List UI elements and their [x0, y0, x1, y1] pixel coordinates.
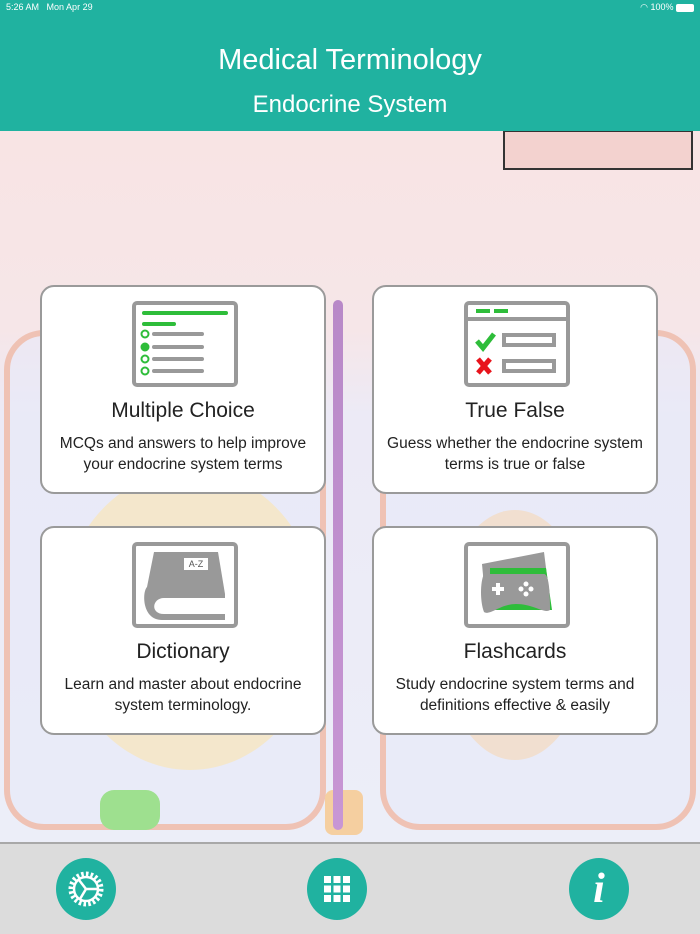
card-title: Flashcards: [463, 640, 567, 663]
page-title: Medical Terminology: [218, 44, 482, 76]
card-title: Multiple Choice: [111, 399, 255, 422]
settings-icon: [68, 871, 104, 907]
quiz-list-icon: [132, 301, 238, 387]
status-time: 5:26 AM: [6, 2, 40, 12]
true-false-card[interactable]: True False Guess whether the endocrine s…: [372, 285, 658, 494]
battery-icon: [676, 3, 694, 12]
wifi-icon: ◠: [640, 2, 648, 12]
app-header: 5:26 AM Mon Apr 29 ◠ 100% Medical Termin…: [0, 0, 700, 131]
status-bar: 5:26 AM Mon Apr 29 ◠ 100%: [0, 0, 700, 16]
card-title: Dictionary: [136, 640, 230, 663]
book-icon: [132, 542, 238, 628]
card-description: Guess whether the endocrine system terms…: [387, 435, 643, 473]
check-cross-icon: [464, 301, 570, 387]
dictionary-card[interactable]: A-Z Dictionary Learn and master about en…: [40, 526, 326, 735]
bottom-toolbar: i: [0, 842, 700, 934]
settings-button[interactable]: [56, 858, 116, 920]
info-button[interactable]: i: [569, 858, 629, 920]
flashcards-card[interactable]: Flashcards Study endocrine system terms …: [372, 526, 658, 735]
battery-level: 100%: [650, 2, 674, 12]
page-subtitle: Endocrine System: [252, 91, 448, 118]
status-date: Mon Apr 29: [46, 2, 93, 12]
info-icon: i: [593, 866, 605, 912]
book-label: A-Z: [184, 558, 208, 570]
card-description: MCQs and answers to help improve your en…: [59, 435, 307, 473]
multiple-choice-card[interactable]: Multiple Choice MCQs and answers to help…: [40, 285, 326, 494]
gamepad-cards-icon: [464, 542, 570, 628]
card-description: Study endocrine system terms and definit…: [395, 676, 635, 714]
card-description: Learn and master about endocrine system …: [64, 676, 302, 714]
card-title: True False: [465, 399, 565, 422]
grid-icon: [324, 876, 350, 902]
menu-grid-button[interactable]: [307, 858, 367, 920]
